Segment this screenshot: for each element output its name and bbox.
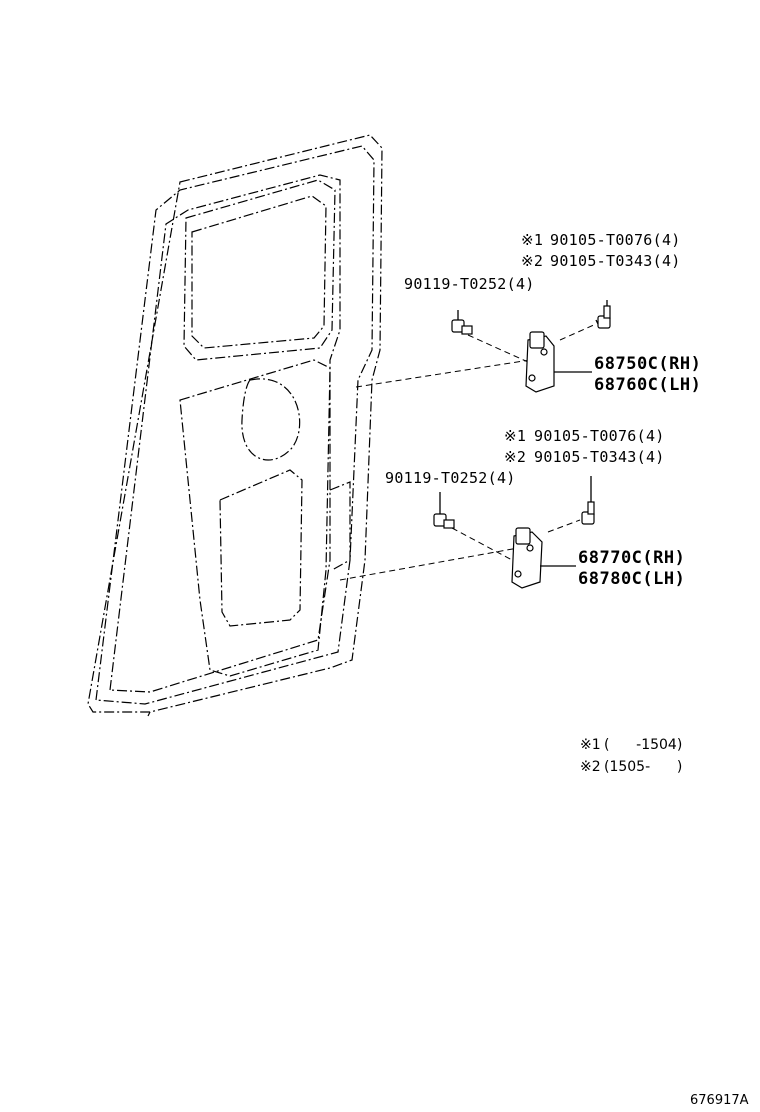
- upper-hinge-leader-line: [355, 359, 531, 388]
- upper-hinge: [525, 331, 592, 393]
- lower-bolt-a-label: 90105-T0076(4): [534, 427, 665, 445]
- upper-hinge-lh-label: 68760C(LH): [594, 375, 701, 395]
- lower-hinge: [511, 527, 576, 589]
- note-2-mark: ※2: [580, 759, 601, 775]
- lower-hinge-assembly: [339, 476, 595, 589]
- upper-bolt-leader-line: [559, 323, 597, 341]
- upper-bolt-a-mark: ※1: [521, 231, 543, 249]
- upper-flange-bolt: [595, 300, 611, 329]
- upper-bolt-b-label: 90105-T0343(4): [550, 252, 681, 270]
- lower-screw: [433, 492, 455, 529]
- lower-bolt-b-mark: ※2: [504, 448, 526, 466]
- note-2-range: (1505- ): [604, 759, 682, 775]
- upper-bolt-b-mark: ※2: [521, 252, 543, 270]
- lower-bolt-a-mark: ※1: [504, 427, 526, 445]
- upper-screw-leader-line: [467, 334, 529, 363]
- upper-hinge-assembly: [355, 300, 611, 393]
- upper-hinge-rh-label: 68750C(RH): [594, 354, 701, 374]
- lower-hinge-leader-line: [339, 547, 519, 581]
- lower-hinge-rh-label: 68770C(RH): [578, 548, 685, 568]
- lower-bolt-leader-line: [547, 519, 581, 533]
- lower-screw-label: 90119-T0252(4): [385, 469, 516, 487]
- lower-hinge-lh-label: 68780C(LH): [578, 569, 685, 589]
- note-1-mark: ※1: [580, 737, 601, 753]
- lower-bolt-b-label: 90105-T0343(4): [534, 448, 665, 466]
- upper-screw-label: 90119-T0252(4): [404, 275, 535, 293]
- lower-screw-leader-line: [451, 527, 513, 561]
- upper-bolt-a-label: 90105-T0076(4): [550, 231, 681, 249]
- note-1-range: ( -1504): [604, 737, 682, 753]
- diagram-id: 676917A: [690, 1093, 749, 1108]
- upper-screw: [451, 310, 473, 335]
- door-panel: [87, 134, 383, 717]
- lower-flange-bolt: [581, 476, 595, 525]
